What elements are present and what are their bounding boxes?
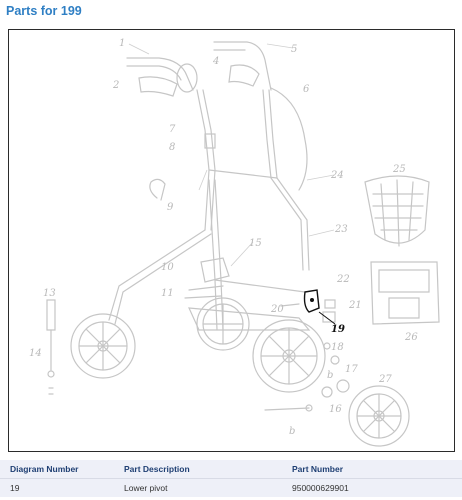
hook-part[interactable]	[149, 178, 166, 201]
callout-1[interactable]: 1	[119, 38, 125, 49]
callout-6[interactable]: 6	[303, 84, 310, 95]
spare-wheel-part[interactable]	[348, 385, 410, 447]
table-header-row: Diagram Number Part Description Part Num…	[0, 460, 462, 479]
brake-cable-part[interactable]	[270, 87, 308, 191]
callout-23[interactable]: 23	[334, 224, 348, 235]
callout-15-top[interactable]: 15	[249, 238, 262, 249]
callout-26[interactable]: 26	[404, 332, 418, 343]
cell-part-description: Lower pivot	[114, 478, 282, 497]
callout-b-2[interactable]: b	[289, 426, 295, 437]
walker-frame-part[interactable]	[108, 89, 311, 331]
page-title: Parts for 199	[6, 4, 82, 18]
callout-13[interactable]: 13	[43, 288, 56, 299]
pivot-hardware-part[interactable]	[280, 299, 336, 323]
front-left-wheel-part[interactable]	[70, 313, 136, 379]
seat-mechanism-part[interactable]	[184, 257, 230, 299]
callout-9[interactable]: 9	[167, 202, 174, 213]
callout-18[interactable]: 18	[331, 342, 344, 353]
callout-7[interactable]: 7	[169, 124, 176, 135]
callout-17[interactable]: 17	[345, 364, 358, 375]
callout-20[interactable]: 20	[270, 304, 284, 315]
callout-10[interactable]: 10	[161, 262, 174, 273]
axle-hardware-part[interactable]	[264, 342, 350, 412]
callout-14[interactable]: 14	[29, 348, 42, 359]
cell-diagram-number: 19	[0, 478, 114, 497]
callout-22[interactable]: 22	[336, 274, 350, 285]
callout-4[interactable]: 4	[212, 56, 219, 67]
callout-21[interactable]: 21	[348, 300, 362, 311]
column-header-part-number[interactable]: Part Number	[282, 460, 462, 479]
table-row[interactable]: 19 Lower pivot 950000629901	[0, 478, 462, 497]
callout-19-selected[interactable]: 19	[331, 324, 345, 335]
callout-24[interactable]: 24	[330, 170, 344, 181]
caster-assembly-part[interactable]	[46, 299, 56, 395]
rear-wheel-part[interactable]	[196, 297, 250, 351]
column-header-part-description[interactable]: Part Description	[114, 460, 282, 479]
lower-pivot-part-selected[interactable]	[303, 289, 336, 325]
basket-part[interactable]	[364, 175, 430, 247]
parts-diagram[interactable]: 1 2 4 5 6 7 8 9 10 11 13 14 15 16 17 18 …	[8, 29, 455, 452]
callout-2[interactable]: 2	[112, 80, 119, 91]
callout-27[interactable]: 27	[378, 374, 392, 385]
handlebar-left-part[interactable]	[126, 57, 198, 97]
column-header-diagram-number[interactable]: Diagram Number	[0, 460, 114, 479]
bag-part[interactable]	[370, 261, 440, 325]
callout-25[interactable]: 25	[392, 164, 406, 175]
callout-b-1[interactable]: b	[327, 370, 333, 381]
callout-5[interactable]: 5	[291, 44, 297, 55]
callout-16[interactable]: 16	[329, 404, 342, 415]
parts-table: Diagram Number Part Description Part Num…	[0, 460, 462, 497]
front-right-wheel-part[interactable]	[252, 319, 326, 393]
callout-11[interactable]: 11	[161, 288, 174, 299]
handlebar-right-part[interactable]	[213, 41, 272, 91]
cell-part-number: 950000629901	[282, 478, 462, 497]
callout-8[interactable]: 8	[169, 142, 175, 153]
